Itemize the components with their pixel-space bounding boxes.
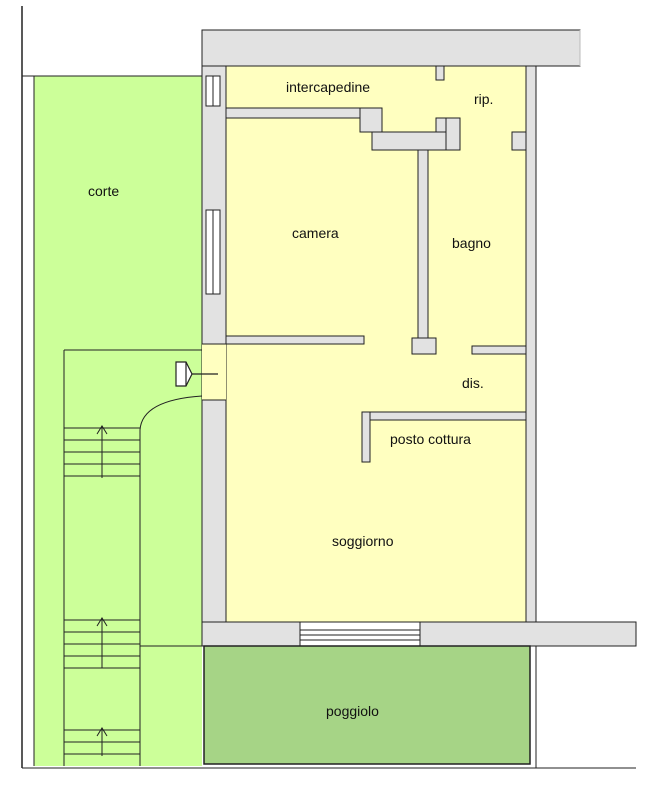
label-dis: dis. — [462, 375, 484, 391]
windows-left — [205, 75, 221, 295]
interior-walls — [225, 65, 527, 463]
label-soggiorno: soggiorno — [332, 533, 394, 549]
stair-arrows — [96, 425, 108, 756]
courtyard-area — [34, 76, 202, 766]
label-intercapedine: intercapedine — [286, 79, 370, 95]
label-camera: camera — [292, 225, 339, 241]
label-rip: rip. — [474, 91, 493, 107]
intercom-icon — [175, 361, 218, 387]
label-corte: corte — [88, 183, 119, 199]
label-poggiolo: poggiolo — [326, 703, 379, 719]
label-posto-cottura: posto cottura — [390, 431, 471, 447]
balcony-area — [203, 645, 531, 765]
entry-door-opening — [202, 344, 226, 400]
balcony-window — [299, 629, 421, 641]
label-bagno: bagno — [452, 235, 491, 251]
